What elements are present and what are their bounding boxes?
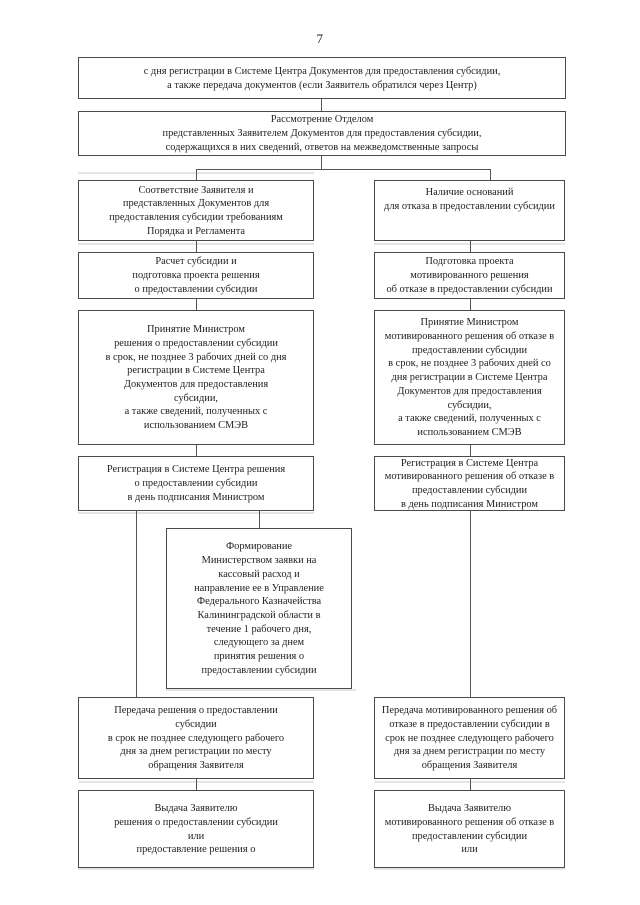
connector-left-4	[196, 779, 197, 790]
scan-artifact	[374, 868, 565, 870]
box-refusal-draft: Подготовка проекта мотивированного решен…	[374, 252, 565, 299]
connector-branch-horizontal	[196, 169, 490, 170]
connector-left-bypass	[136, 511, 137, 697]
box-registration-decision: Регистрация в Системе Центра решения о п…	[78, 456, 314, 511]
box-refusal-transfer: Передача мотивированного решения об отка…	[374, 697, 565, 779]
connector-right-1	[470, 241, 471, 252]
box-refusal-registration: Регистрация в Системе Центра мотивирован…	[374, 456, 565, 511]
box-minister-refusal: Принятие Министром мотивированного решен…	[374, 310, 565, 445]
box-issuance-decision: Выдача Заявителю решения о предоставлени…	[78, 790, 314, 868]
box-review-by-department: Рассмотрение Отделом представленных Заяв…	[78, 111, 566, 156]
connector-left-1	[196, 241, 197, 252]
connector-left-3	[196, 445, 197, 456]
scan-artifact	[78, 512, 314, 514]
box-transfer-decision: Передача решения о предоставлении субсид…	[78, 697, 314, 779]
scan-artifact	[374, 243, 565, 245]
box-compliance: Соответствие Заявителя и представленных …	[78, 180, 314, 241]
connector-review-to-split	[321, 156, 322, 169]
box-minister-decision: Принятие Министром решения о предоставле…	[78, 310, 314, 445]
box-refusal-grounds: Наличие оснований для отказа в предостав…	[374, 180, 565, 241]
box-registration-day: с дня регистрации в Системе Центра Докум…	[78, 57, 566, 99]
connector-left-to-center	[259, 511, 260, 528]
connector-left-2	[196, 299, 197, 310]
connector-top-to-review	[321, 99, 322, 111]
box-calculation: Расчет субсидии и подготовка проекта реш…	[78, 252, 314, 299]
box-refusal-issuance: Выдача Заявителю мотивированного решения…	[374, 790, 565, 868]
scan-artifact	[374, 781, 565, 783]
connector-right-4	[470, 511, 471, 697]
connector-split-to-right	[490, 169, 491, 180]
connector-right-5	[470, 779, 471, 790]
page-number: 7	[316, 31, 324, 46]
scan-artifact	[166, 689, 356, 691]
scan-artifact	[78, 868, 314, 870]
connector-left-bypass-foot	[136, 696, 137, 697]
box-cash-expense-request: Формирование Министерством заявки на кас…	[166, 528, 352, 689]
connector-split-to-left	[196, 169, 197, 180]
connector-right-2	[470, 299, 471, 310]
connector-right-3	[470, 445, 471, 456]
